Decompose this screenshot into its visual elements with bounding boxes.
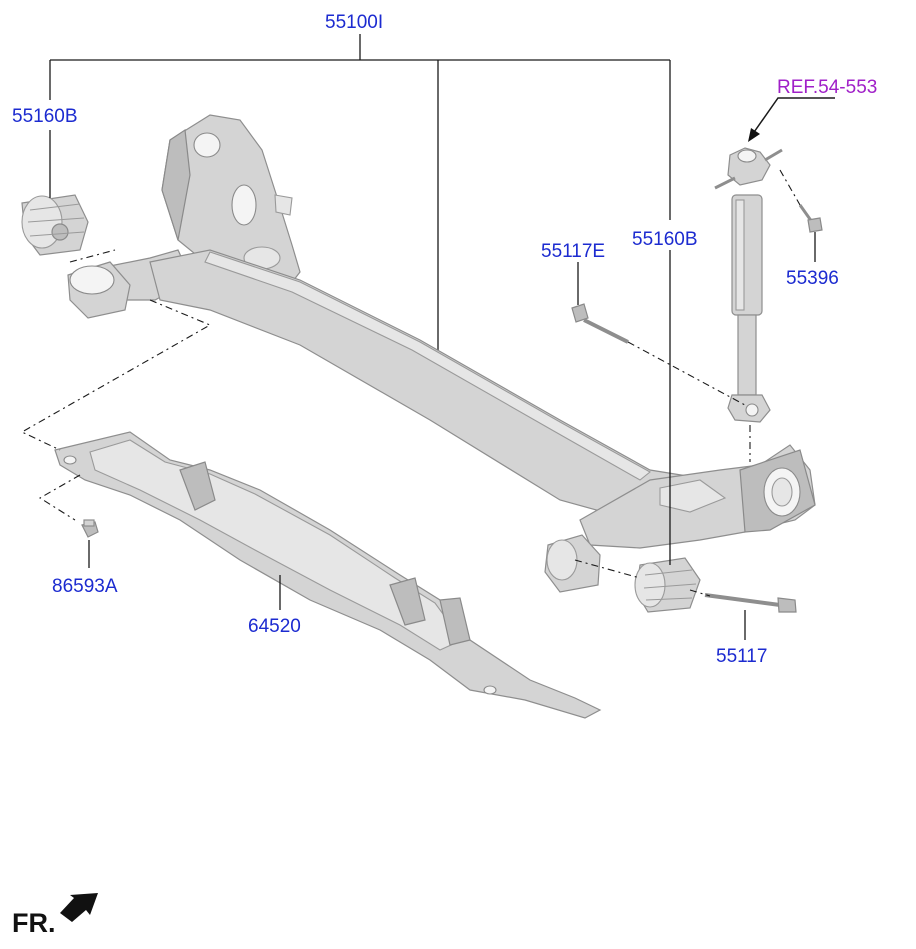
callout-bolt-lower[interactable]: 55117 [716, 646, 767, 667]
leader-lines [49, 97, 835, 640]
callout-axle-assembly[interactable]: 55100I [325, 12, 383, 33]
callout-clip[interactable]: 86593A [52, 576, 118, 597]
assembly-bracket [49, 34, 671, 392]
rear-axle-beam [99, 114, 816, 549]
shock-absorber [714, 147, 783, 423]
callout-bolt-upper[interactable]: 55117E [541, 241, 605, 262]
callout-under-cover[interactable]: 64520 [248, 616, 301, 637]
bolt-upper [571, 303, 629, 344]
under-cover-panel [54, 431, 602, 719]
shock-bolt [798, 204, 823, 233]
bolt-lower [704, 593, 797, 613]
callout-shock-bolt[interactable]: 55396 [786, 268, 839, 289]
bushing-left [21, 194, 89, 256]
front-direction-arrow-icon [60, 893, 98, 922]
callout-shock-reference[interactable]: REF.54-553 [777, 77, 877, 98]
assembly-lines [20, 169, 801, 597]
callout-bushing-right[interactable]: 55160B [632, 229, 698, 250]
bushing-right [634, 557, 701, 613]
clip-fastener [81, 519, 99, 538]
bushing-sleeve-right [544, 534, 601, 593]
front-label: FR. [12, 908, 56, 938]
ref-arrow-icon [748, 128, 760, 142]
callout-bushing-left[interactable]: 55160B [12, 106, 78, 127]
bushing-sleeve-left [67, 261, 131, 319]
front-orientation: FR. [12, 893, 98, 938]
